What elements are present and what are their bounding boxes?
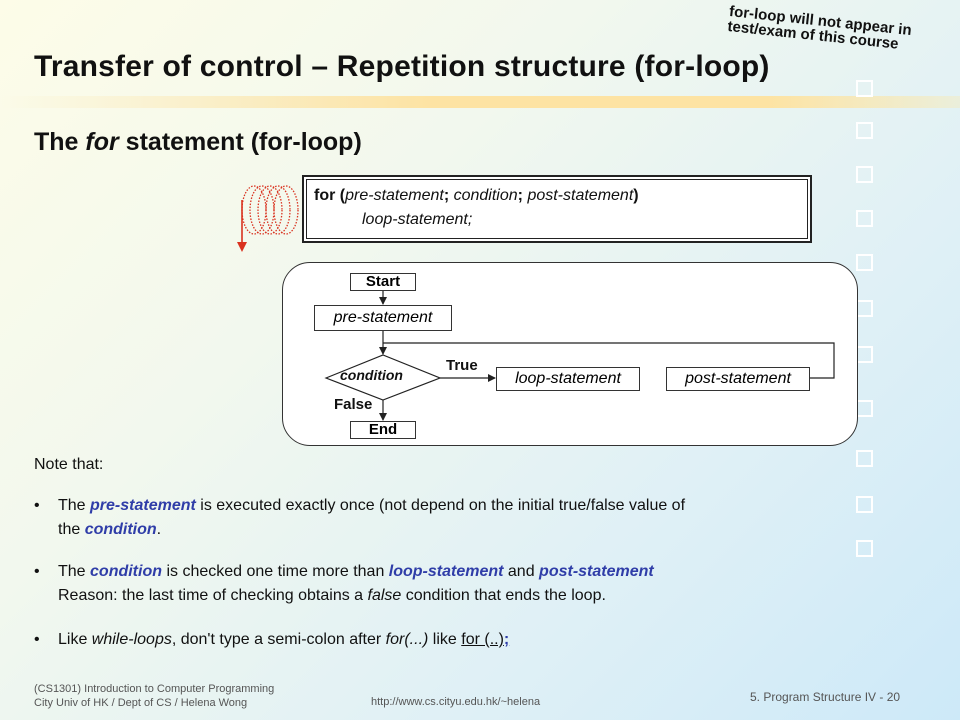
condition-diamond bbox=[324, 354, 442, 401]
bullet-dot: • bbox=[34, 563, 40, 580]
syntax-line1: for (pre-statement; condition; post-stat… bbox=[314, 187, 639, 204]
footer-course: (CS1301) Introduction to Computer Progra… bbox=[34, 683, 275, 709]
loop-spiral-icon bbox=[237, 185, 299, 252]
syntax-line2: loop-statement; bbox=[362, 211, 473, 228]
bullet-dot: • bbox=[34, 497, 40, 514]
end-node: End bbox=[350, 421, 416, 439]
footer-url: http://www.cs.cityu.edu.hk/~helena bbox=[371, 696, 541, 708]
true-label: True bbox=[446, 357, 478, 374]
slide-subtitle: The for statement (for-loop) bbox=[34, 128, 362, 156]
start-node: Start bbox=[350, 273, 416, 291]
false-label: False bbox=[334, 396, 373, 413]
loop-statement-node: loop-statement bbox=[496, 367, 640, 391]
for-syntax-box: for (pre-statement; condition; post-stat… bbox=[302, 175, 812, 243]
post-statement-node: post-statement bbox=[666, 367, 810, 391]
footer-page-number: 5. Program Structure IV - 20 bbox=[750, 690, 901, 704]
title-underline-band bbox=[0, 96, 960, 108]
notes-heading: Note that: bbox=[34, 456, 104, 473]
bullet-dot: • bbox=[34, 631, 40, 648]
condition-label: condition bbox=[340, 367, 403, 383]
slide-title: Transfer of control – Repetition structu… bbox=[34, 50, 770, 83]
flowchart-panel bbox=[282, 262, 858, 446]
pre-statement-node: pre-statement bbox=[314, 305, 452, 331]
